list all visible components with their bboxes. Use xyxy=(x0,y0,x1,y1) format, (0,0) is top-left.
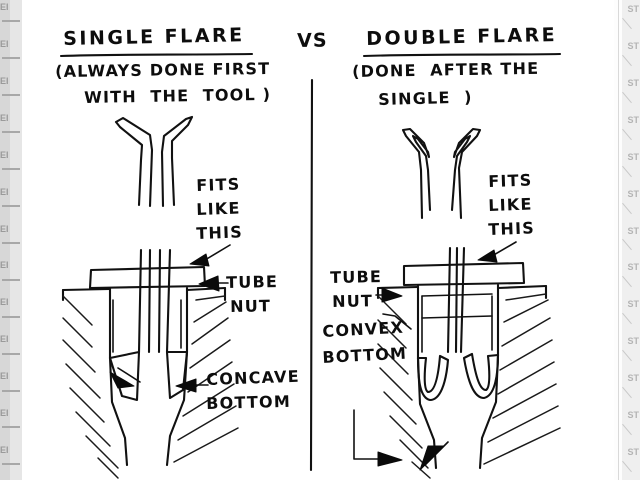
left-edge-tick xyxy=(2,131,20,134)
left-edge-glyph: EI xyxy=(0,2,9,12)
right-edge-watermark-text: ST xyxy=(627,410,639,421)
left-edge-glyph: EI xyxy=(0,408,9,419)
left-tube-nut-label-line1: TUBE xyxy=(226,272,279,292)
left-edge-tick xyxy=(2,204,20,207)
right-edge-watermark-text: ST xyxy=(627,114,639,125)
right-edge-hairline xyxy=(618,0,619,480)
right-edge-watermark-text: ST xyxy=(627,225,639,236)
right-tube-nut-label-line2: NUT xyxy=(332,291,374,311)
left-edge-tick xyxy=(2,278,20,281)
left-fits-label-line2: LIKE xyxy=(196,198,241,219)
left-edge-tick xyxy=(2,463,20,466)
left-fits-label-line3: THIS xyxy=(196,222,244,243)
right-fits-label-line1: FITS xyxy=(488,170,533,191)
left-edge-glyph: EI xyxy=(0,186,9,197)
left-edge-tick xyxy=(2,389,20,392)
right-edge-watermark-text: ST xyxy=(627,188,639,199)
left-edge-tick xyxy=(2,94,20,97)
left-edge-glyph: EI xyxy=(0,260,9,271)
double-flare-subtitle-line1: (DONE AFTER THE xyxy=(352,58,540,81)
left-edge-glyph: EI xyxy=(0,38,9,49)
left-edge-glyph: EI xyxy=(0,297,9,308)
right-edge-watermark-text: ST xyxy=(627,299,639,310)
left-edge-inner-band xyxy=(10,0,22,480)
single-flare-subtitle-line2: WITH THE TOOL ) xyxy=(84,84,272,107)
left-edge-tick xyxy=(2,315,20,318)
left-concave-bottom-label-line1: CONCAVE xyxy=(206,366,301,389)
double-flare-heading: DOUBLE FLARE xyxy=(366,24,558,50)
left-edge-tick xyxy=(2,57,20,60)
right-scan-edge-strip: ST ST ST ST ST ST ST ST ST ST ST ST ST xyxy=(614,0,640,480)
right-edge-watermark-text: ST xyxy=(627,77,639,88)
single-flare-heading: SINGLE FLARE xyxy=(63,24,245,50)
right-edge-watermark-text: ST xyxy=(627,336,639,347)
left-edge-tick xyxy=(2,168,20,170)
right-edge-watermark-text: ST xyxy=(627,447,639,458)
right-fits-label-line3: THIS xyxy=(488,218,536,239)
left-edge-glyph: EI xyxy=(0,445,9,456)
left-edge-tick xyxy=(2,426,20,429)
left-edge-glyph: EI xyxy=(0,75,9,86)
right-edge-watermark-text: ST xyxy=(627,40,639,51)
left-edge-glyph: EI xyxy=(0,112,9,123)
left-scan-edge-strip: EI EI EI EI EI EI EI EI EI EI EI EI EI xyxy=(0,0,22,480)
right-edge-watermark-text: ST xyxy=(627,262,639,273)
right-edge-watermark-text: ST xyxy=(627,373,639,384)
left-concave-bottom-label-line2: BOTTOM xyxy=(206,391,292,413)
left-edge-glyph: EI xyxy=(0,334,9,345)
left-edge-tick xyxy=(2,352,20,355)
right-fits-label-line2: LIKE xyxy=(488,194,533,215)
versus-label: VS xyxy=(297,29,328,52)
right-edge-watermark-text: ST xyxy=(627,151,639,162)
left-tube-nut-label-line2: NUT xyxy=(230,296,272,316)
left-edge-glyph: EI xyxy=(0,149,9,160)
single-flare-subtitle-line1: (ALWAYS DONE FIRST xyxy=(55,58,271,81)
right-edge-watermark-text: ST xyxy=(627,4,639,14)
left-edge-glyph: EI xyxy=(0,371,9,382)
right-tube-nut-label-line1: TUBE xyxy=(330,267,383,287)
left-edge-glyph: EI xyxy=(0,223,9,234)
right-edge-band xyxy=(622,0,640,480)
double-flare-subtitle-line2: SINGLE ) xyxy=(378,87,473,109)
left-edge-tick xyxy=(2,20,20,23)
left-fits-label-line1: FITS xyxy=(196,174,241,195)
left-edge-tick xyxy=(2,241,20,244)
